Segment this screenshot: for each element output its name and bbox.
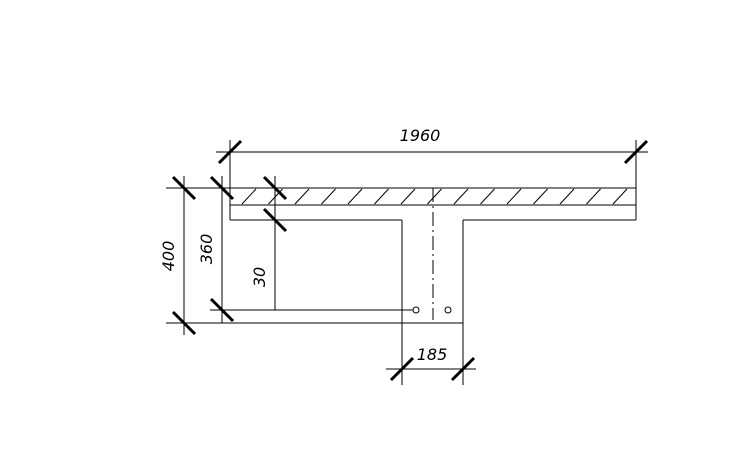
dim-360-label: 360 [197, 234, 216, 265]
hatch-line [294, 188, 310, 205]
hatch-line [559, 188, 575, 205]
dim-400-label: 400 [159, 241, 178, 272]
dimension-overall-height: 400 [159, 175, 636, 336]
rebar-right [444, 306, 452, 314]
rebar-left [412, 306, 420, 314]
hatch-line [533, 188, 548, 205]
hatch-line [612, 188, 628, 205]
hatch-line [400, 188, 416, 205]
slab-hatching [241, 188, 628, 205]
dimension-web-width: 185 [386, 345, 476, 382]
hatch-line [506, 188, 522, 205]
hatch-line [453, 188, 469, 205]
web-outline [222, 220, 464, 385]
hatch-line [586, 188, 601, 205]
dim-1960-label: 1960 [400, 126, 441, 145]
rebar-group [210, 306, 452, 314]
hatch-line [480, 188, 495, 205]
hatch-line [347, 188, 363, 205]
dimension-overall-width: 1960 [216, 126, 649, 188]
hatch-line [427, 188, 442, 205]
hatch-line [374, 188, 389, 205]
dimension-slab-thickness: 30 [250, 175, 288, 310]
dimension-effective-height: 360 [197, 175, 235, 323]
dim-30-label: 30 [250, 267, 269, 287]
hatch-line [241, 188, 257, 205]
dim-185-label: 185 [417, 345, 448, 364]
hatch-line [321, 188, 336, 205]
